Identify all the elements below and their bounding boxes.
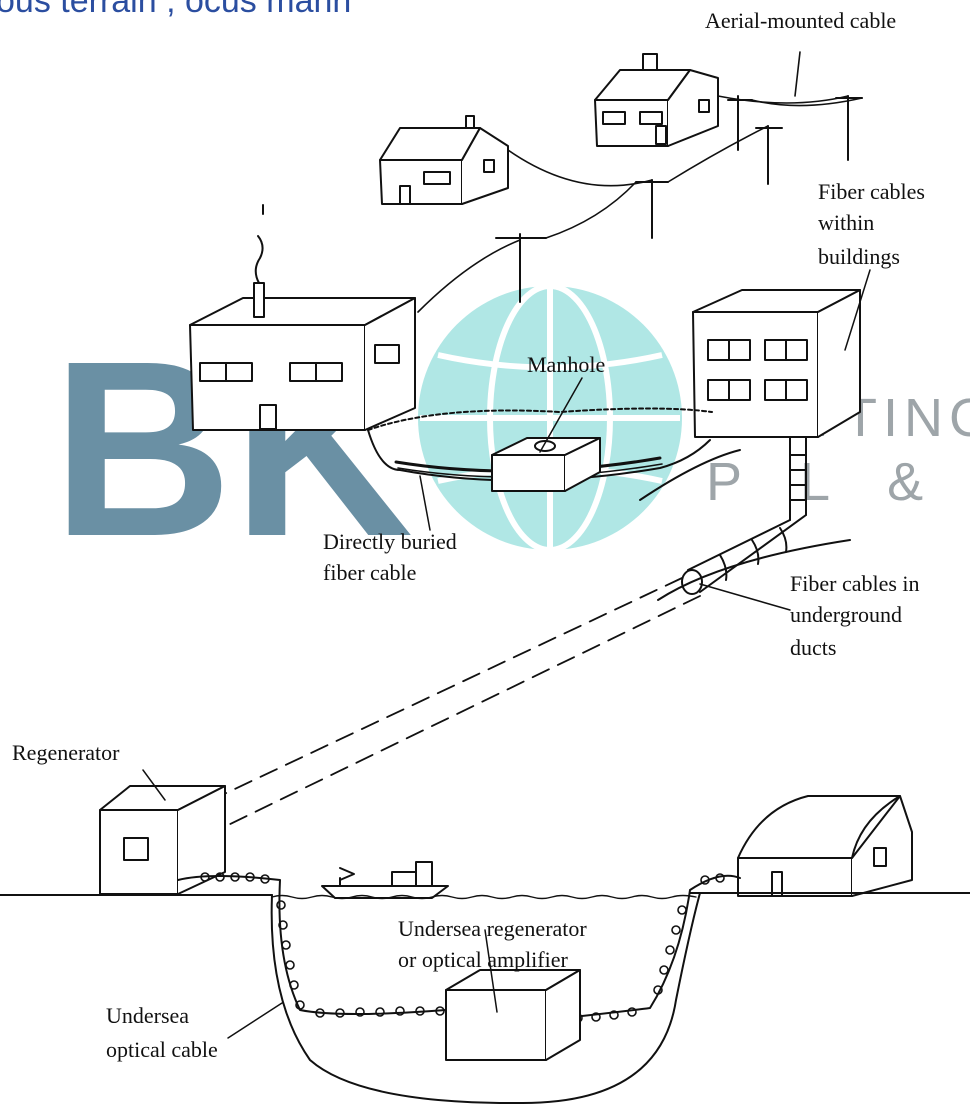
header-text: ous terrain ; ocus manh [0,0,351,20]
watermark-line2: P L & [706,452,945,512]
label-regenerator: Regenerator [12,740,120,765]
label-fiber-buildings-3: buildings [818,244,900,269]
label-undersea-regen-1: Undersea regenerator [398,916,587,941]
label-buried-2: fiber cable [323,560,416,585]
globe-icon [418,286,682,550]
label-ducts-1: Fiber cables in [790,571,920,596]
building-right [693,290,860,437]
label-ducts-3: ducts [790,635,836,660]
label-fiber-buildings-2: within [818,210,874,235]
building-left [190,205,415,430]
label-ducts-2: underground [790,602,902,627]
undersea-regenerator-box [446,970,580,1060]
dashed-link [222,578,700,828]
house-mid-left [380,116,508,204]
label-undersea-cable-1: Undersea [106,1003,189,1028]
label-buried-1: Directly buried [323,529,457,554]
label-manhole: Manhole [527,352,605,377]
label-fiber-buildings-1: Fiber cables [818,179,925,204]
shore-building [738,796,912,896]
ship [322,862,448,898]
house-top-right [595,54,718,146]
label-undersea-regen-2: or optical amplifier [398,947,568,972]
regenerator-box [100,786,225,894]
label-aerial-cable: Aerial-mounted cable [705,8,896,33]
label-undersea-cable-2: optical cable [106,1037,218,1062]
